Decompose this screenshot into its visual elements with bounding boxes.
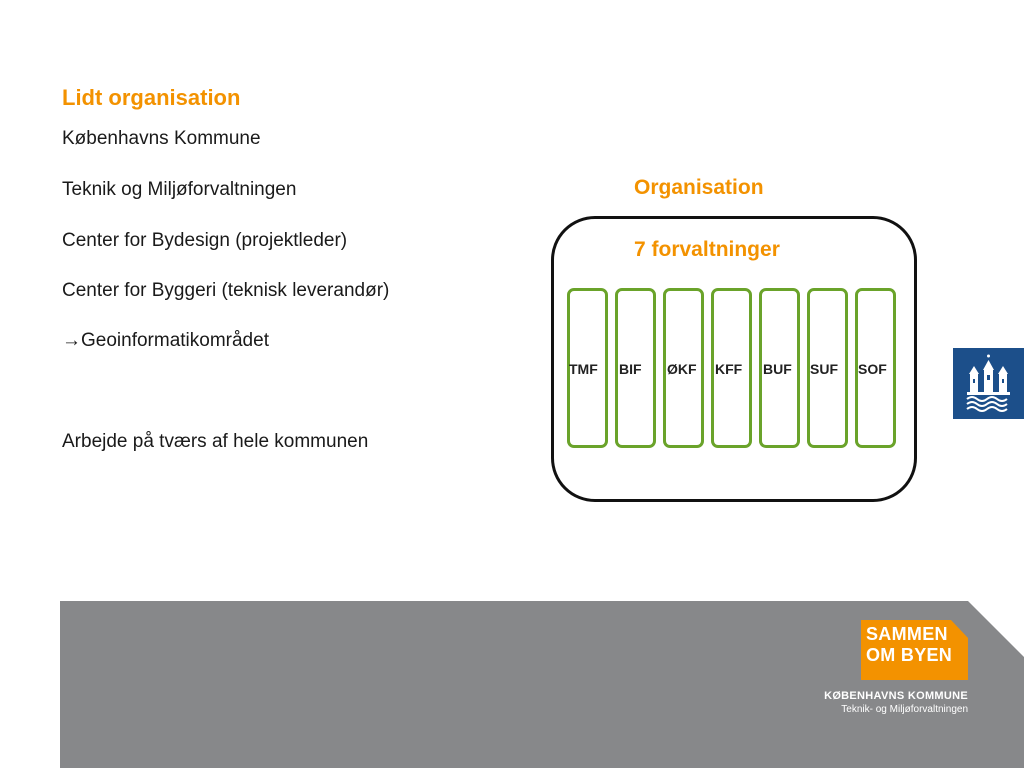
campaign-line-1: SAMMEN [866,624,948,644]
unit-box-kff [711,288,752,448]
organisation-frame [551,216,917,502]
slide-title: Lidt organisation [62,85,241,110]
bullet-line: Arbejde på tværs af hele kommunen [62,431,369,452]
bullet-line: →Geoinformatikområdet [62,330,269,352]
unit-label: TMF [569,361,598,377]
unit-label: SOF [858,361,887,377]
unit-box-okf [663,288,704,448]
unit-box-tmf [567,288,608,448]
unit-box-sof [855,288,896,448]
bullet-text: Geoinformatikområdet [81,330,269,351]
unit-label: BIF [619,361,642,377]
bullet-line: Center for Byggeri (teknisk leverandør) [62,280,390,301]
unit-label: ØKF [667,361,697,377]
sammen-om-byen-logo [861,620,968,680]
bullet-line: Teknik og Miljøforvaltningen [62,179,297,200]
unit-box-bif [615,288,656,448]
unit-box-suf [807,288,848,448]
arrow-right-icon: → [62,330,81,351]
department-name: Teknik- og Miljøforvaltningen [841,704,968,715]
campaign-line-2: OM BYEN [866,645,953,665]
footer-band [0,601,1024,768]
bullet-line: Københavns Kommune [62,128,261,149]
unit-box-buf [759,288,800,448]
organisation-name: KØBENHAVNS KOMMUNE [824,690,968,702]
campaign-text: SAMMEN OM BYEN [866,624,952,666]
unit-label: BUF [763,361,792,377]
bullet-line: Center for Bydesign (projektleder) [62,230,348,251]
copenhagen-crest-icon [953,348,1024,419]
unit-label: SUF [810,361,838,377]
unit-label: KFF [715,361,743,377]
organisation-subheading: 7 forvaltninger [634,238,780,261]
organisation-heading: Organisation [634,176,764,199]
